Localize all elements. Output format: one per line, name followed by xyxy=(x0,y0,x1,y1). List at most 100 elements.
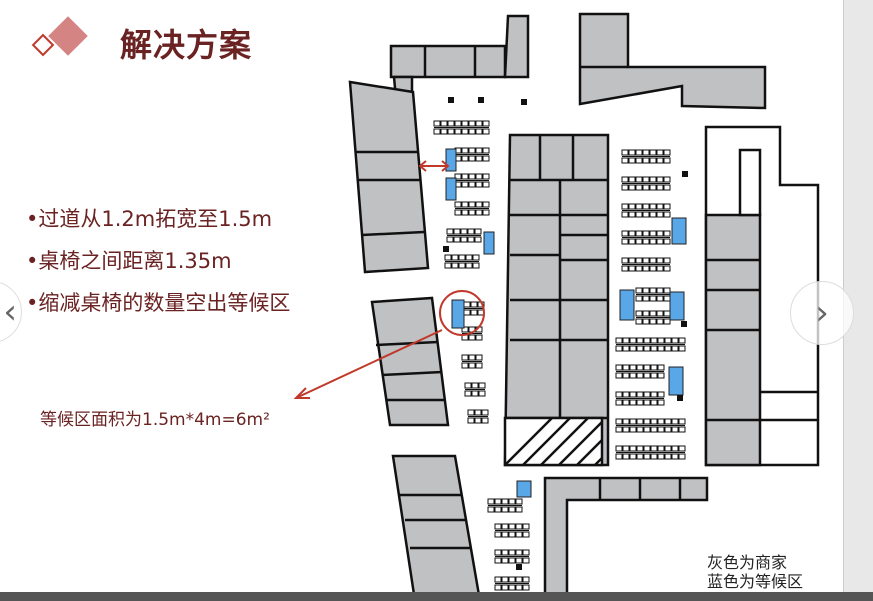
chair xyxy=(482,120,490,127)
chair xyxy=(494,506,502,513)
chair xyxy=(663,149,671,156)
chair xyxy=(508,523,516,530)
chair xyxy=(636,453,644,460)
chair xyxy=(628,257,636,264)
chair xyxy=(451,262,459,269)
chair xyxy=(468,128,476,135)
table-row xyxy=(446,228,482,243)
chair xyxy=(461,128,469,135)
chair xyxy=(629,364,637,371)
chair xyxy=(628,211,636,218)
chair xyxy=(650,418,658,425)
chair xyxy=(463,309,471,316)
waiting-area xyxy=(516,480,532,498)
chair xyxy=(515,557,523,564)
table-row xyxy=(461,326,483,341)
chair xyxy=(643,337,651,344)
table-row xyxy=(433,120,490,135)
chair xyxy=(656,265,664,272)
hatch-line xyxy=(540,417,589,466)
waiting-area xyxy=(483,231,495,255)
chair xyxy=(451,254,459,261)
chair xyxy=(642,295,650,302)
chair xyxy=(522,549,530,556)
chair xyxy=(515,576,523,583)
chair xyxy=(446,228,454,235)
hatch-line xyxy=(576,439,603,466)
chair xyxy=(615,345,623,352)
chair xyxy=(515,498,523,505)
table-row xyxy=(454,147,490,162)
chair xyxy=(657,364,665,371)
chair xyxy=(522,584,530,591)
chair xyxy=(501,506,509,513)
chair xyxy=(622,372,630,379)
table-row xyxy=(621,230,671,245)
shop-block xyxy=(348,80,430,274)
table-row xyxy=(454,201,490,216)
chair xyxy=(463,301,471,308)
hatch-line xyxy=(594,457,603,466)
chair xyxy=(642,230,650,237)
chair xyxy=(615,399,623,406)
waiting-area-marker xyxy=(293,160,485,399)
floor-plan xyxy=(293,12,820,601)
chair xyxy=(649,211,657,218)
chair xyxy=(622,345,630,352)
chair xyxy=(460,228,468,235)
chair xyxy=(467,236,475,243)
chair xyxy=(629,337,637,344)
chair xyxy=(522,531,530,538)
table-row xyxy=(615,337,686,352)
chair xyxy=(474,236,482,243)
table-row xyxy=(464,382,486,397)
chevron-right-icon: › xyxy=(815,293,829,333)
chair xyxy=(447,128,455,135)
chair xyxy=(474,417,482,424)
chair xyxy=(482,147,490,154)
chair xyxy=(649,238,657,245)
chair xyxy=(628,230,636,237)
chair xyxy=(649,176,657,183)
chair xyxy=(656,230,664,237)
chair xyxy=(642,211,650,218)
chair xyxy=(508,506,516,513)
chair xyxy=(461,147,469,154)
chair xyxy=(629,426,637,433)
chair xyxy=(482,201,490,208)
chair xyxy=(515,523,523,530)
chair xyxy=(468,173,476,180)
waiting-area xyxy=(445,148,457,172)
chair xyxy=(657,399,665,406)
chair xyxy=(621,211,629,218)
chair xyxy=(461,181,469,188)
chair xyxy=(471,382,479,389)
chair xyxy=(650,345,658,352)
chair xyxy=(656,203,664,210)
table-row xyxy=(494,523,530,538)
chair xyxy=(635,318,643,325)
chair xyxy=(468,362,476,369)
chair xyxy=(678,337,686,344)
chair xyxy=(656,211,664,218)
chair xyxy=(478,382,486,389)
chair xyxy=(508,557,516,564)
chair xyxy=(615,337,623,344)
bullet-3: •缩减桌椅的数量空出等候区 xyxy=(26,291,291,315)
table-row xyxy=(444,254,480,269)
chair xyxy=(501,584,509,591)
chair xyxy=(663,211,671,218)
chair xyxy=(636,345,644,352)
table-row xyxy=(467,409,489,424)
chair xyxy=(657,372,665,379)
chair xyxy=(461,362,469,369)
chair xyxy=(474,228,482,235)
chair xyxy=(664,453,672,460)
shop-block xyxy=(389,44,507,79)
chair xyxy=(475,181,483,188)
table-row xyxy=(461,354,483,369)
shop-block xyxy=(704,213,762,467)
chair xyxy=(629,391,637,398)
waiting-area xyxy=(671,217,687,245)
next-slide-button[interactable]: › xyxy=(790,281,854,345)
